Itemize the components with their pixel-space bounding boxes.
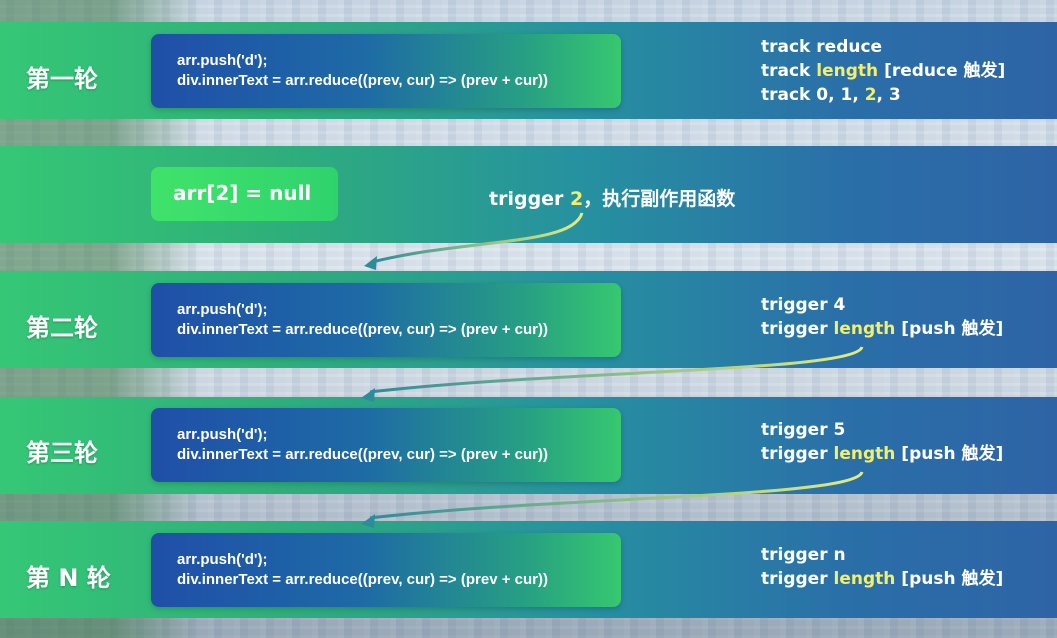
info-token: trigger n [761,545,846,565]
info-token: trigger [761,569,834,589]
code-box-round-2: arr.push('d'); div.innerText = arr.reduc… [151,283,621,357]
round-label-n: 第 N 轮 [26,564,111,592]
arrow-to-round-n [369,471,864,520]
info-token: track [761,61,817,81]
assign-null-text: arr[2] = null [173,181,312,205]
info-token: [push 触发] [895,444,1004,464]
code-line-push: arr.push('d'); [177,551,268,568]
code-line-push: arr.push('d'); [177,301,268,318]
highlight-token: length [833,444,896,464]
arrow-head-round-3 [361,388,375,402]
code-line-push: arr.push('d'); [177,52,268,69]
info-token: trigger [761,319,834,339]
code-line-reduce: div.innerText = arr.reduce((prev, cur) =… [177,571,548,588]
code-box-round-1: arr.push('d'); div.innerText = arr.reduc… [151,34,621,108]
code-box-round-n: arr.push('d'); div.innerText = arr.reduc… [151,533,621,607]
info-token: , 3 [876,85,901,105]
highlight-token: 2 [864,85,877,105]
info-line: trigger length [push 触发] [761,567,1003,591]
highlight-token: length [833,569,896,589]
trigger-note-suffix: ，执行副作用函数 [583,188,736,210]
info-line: trigger 5 [761,418,1003,442]
trigger-note: trigger 2，执行副作用函数 [489,184,735,211]
trigger-note-prefix: trigger [489,188,571,210]
info-line: track length [reduce 触发] [761,59,1005,83]
info-line: track reduce [761,35,1005,59]
round-label-2: 第二轮 [26,314,98,342]
info-token: [push 触发] [895,319,1004,339]
arrow-to-round-2 [371,212,584,264]
trigger-note-key: 2 [570,188,584,210]
info-token: [push 触发] [895,569,1004,589]
info-line: track 0, 1, 2, 3 [761,83,1005,107]
code-box-round-3: arr.push('d'); div.innerText = arr.reduc… [151,408,621,482]
info-token: track 0, 1, [761,85,865,105]
code-line-reduce: div.innerText = arr.reduce((prev, cur) =… [177,72,548,89]
arrow-head-round-n [361,514,375,528]
info-token: trigger 4 [761,295,846,315]
arrow-head-round-2 [364,256,377,270]
info-token: trigger [761,444,834,464]
highlight-token: length [833,319,896,339]
assign-null-box: arr[2] = null [151,167,338,221]
code-line-reduce: div.innerText = arr.reduce((prev, cur) =… [177,321,548,338]
code-line-push: arr.push('d'); [177,426,268,443]
highlight-token: length [816,61,879,81]
info-line: trigger length [push 触发] [761,442,1003,466]
info-token: [reduce 触发] [878,61,1006,81]
round-label-3: 第三轮 [26,439,98,467]
code-line-reduce: div.innerText = arr.reduce((prev, cur) =… [177,446,548,463]
info-token: track reduce [761,37,883,57]
info-line: trigger length [push 触发] [761,317,1003,341]
arrow-to-round-3 [369,346,864,394]
info-line: trigger 4 [761,293,1003,317]
round-label-1: 第一轮 [26,65,98,93]
info-token: trigger 5 [761,420,846,440]
info-line: trigger n [761,543,1003,567]
